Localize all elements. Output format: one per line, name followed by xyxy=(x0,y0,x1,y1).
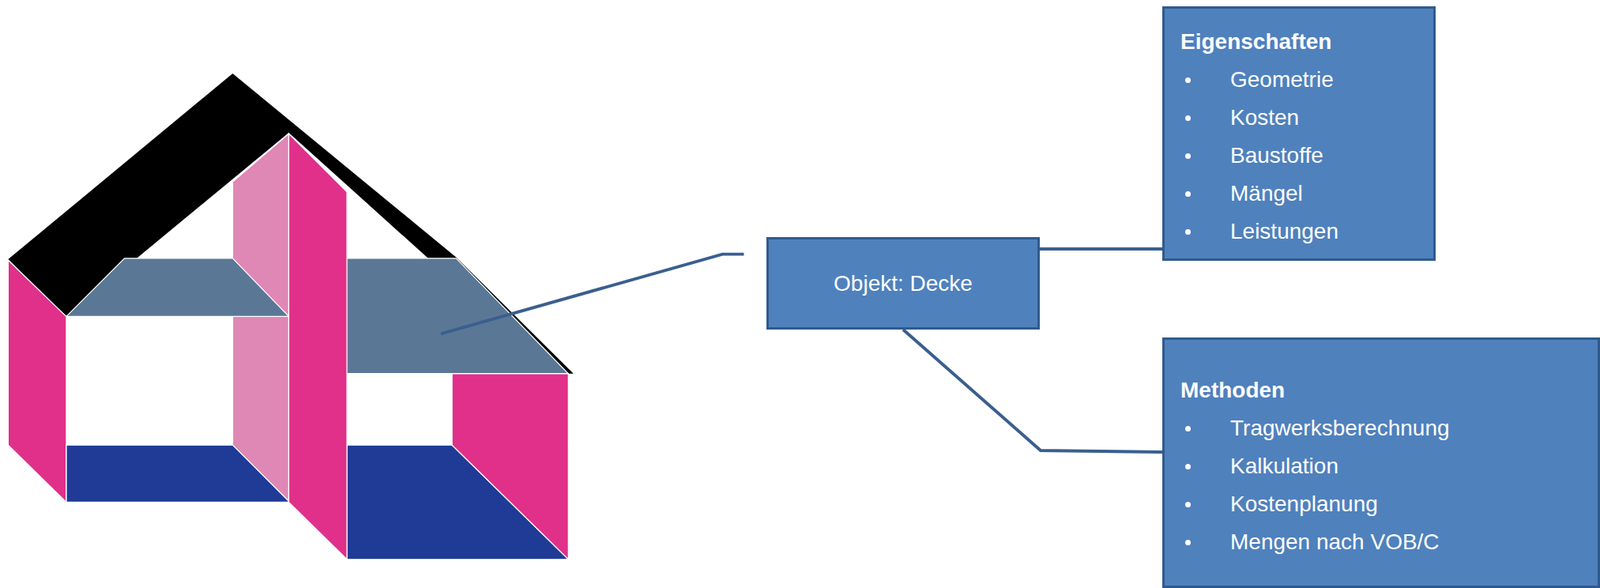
leader-line xyxy=(440,254,745,335)
object-box: Objekt: Decke xyxy=(766,237,1040,330)
box-heading: Methoden xyxy=(1164,371,1598,410)
slab-left xyxy=(66,258,290,317)
connector-line xyxy=(1039,247,1163,251)
connector-line xyxy=(903,329,1163,452)
node-label: Objekt: Decke xyxy=(833,264,973,303)
list-item: Kostenplanung xyxy=(1164,485,1598,524)
floor-left xyxy=(66,444,290,502)
methods-box: MethodenTragwerksberechnungKalkulationKo… xyxy=(1162,337,1600,588)
list-item: Leistungen xyxy=(1164,212,1434,251)
list-item: Baustoffe xyxy=(1164,136,1434,175)
inner-wall xyxy=(232,133,289,502)
list-item: Kosten xyxy=(1164,98,1434,137)
list-item: Tragwerksberechnung xyxy=(1164,409,1598,448)
box-heading: Eigenschaften xyxy=(1164,22,1434,61)
properties-box: EigenschaftenGeometrieKostenBaustoffeMän… xyxy=(1162,6,1436,261)
wall-left xyxy=(7,259,67,502)
list-item: Kalkulation xyxy=(1164,447,1598,486)
wall-middle xyxy=(288,133,347,560)
list-item: Mängel xyxy=(1164,174,1434,213)
list-item: Geometrie xyxy=(1164,60,1434,99)
wall-right xyxy=(451,373,569,560)
list-item: Mengen nach VOB/C xyxy=(1164,523,1598,561)
